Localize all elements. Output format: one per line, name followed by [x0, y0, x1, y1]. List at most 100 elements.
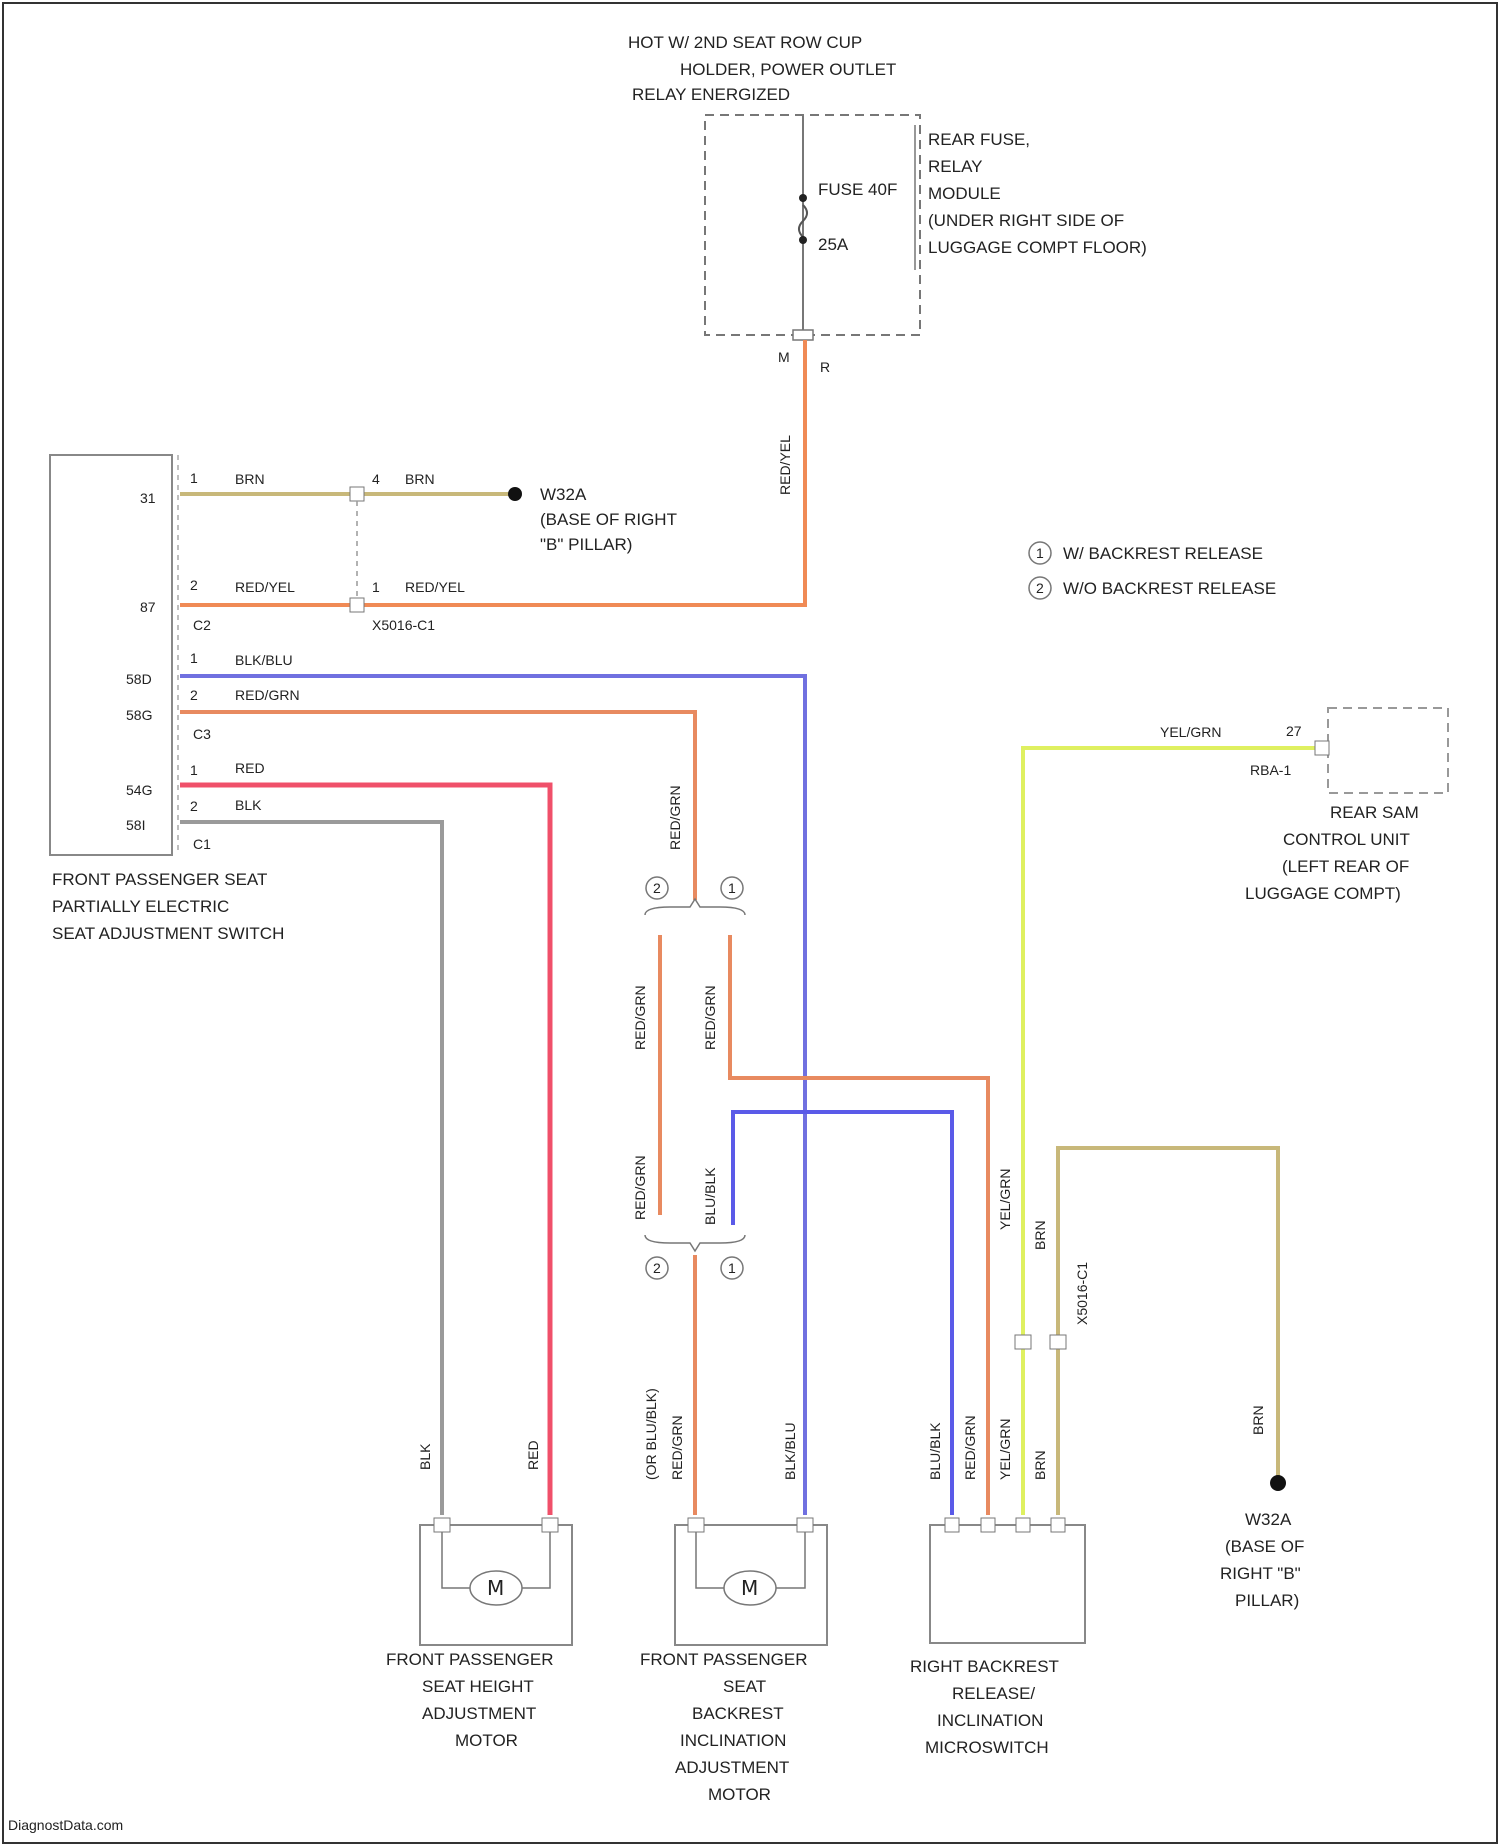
- wire-red-yel-label-1: RED/YEL: [235, 579, 295, 595]
- fuse-conn-a-label: M: [778, 349, 790, 365]
- wire-brn-label-ground: BRN: [1250, 1405, 1266, 1435]
- microswitch-label-2: RELEASE/: [952, 1684, 1035, 1703]
- rear-sam-label-2: CONTROL UNIT: [1283, 830, 1410, 849]
- microswitch-pin-2: [981, 1518, 995, 1532]
- legend-2-num: 2: [1036, 580, 1044, 596]
- fuse-rating-label: 25A: [818, 235, 849, 254]
- seat-height-motor-pin-2: [542, 1518, 558, 1532]
- pin-c2-1: 1: [190, 470, 198, 486]
- rear-fuse-module-label-2: RELAY: [928, 157, 983, 176]
- fuse-conn-b-label: R: [820, 359, 830, 375]
- wire-brn-label-v1: BRN: [1032, 1220, 1048, 1250]
- wire-blk-blu-label-motor: BLK/BLU: [782, 1422, 798, 1480]
- switch-terminal-87: 87: [140, 599, 156, 615]
- fuse-terminal-bottom: [799, 236, 807, 244]
- wire-brn-pin-4: 4: [372, 471, 380, 487]
- ground-bottom-label-4: PILLAR): [1235, 1591, 1299, 1610]
- wire-red-grn-branch-right: [730, 935, 988, 1515]
- wire-blk-label: BLK: [235, 797, 262, 813]
- wire-red-yel-label-2: RED/YEL: [405, 579, 465, 595]
- wire-brn-label-2: BRN: [405, 471, 435, 487]
- wire-red-grn-label-v1: RED/GRN: [667, 785, 683, 850]
- splice-brace-bottom: [645, 1235, 745, 1251]
- wire-blk-blu: [180, 676, 805, 1515]
- wire-blk-blu-label: BLK/BLU: [235, 652, 293, 668]
- hot-note-line2: HOLDER, POWER OUTLET: [680, 60, 896, 79]
- connector-x5016-c1-yel: [1015, 1335, 1031, 1349]
- backrest-motor-pin-1: [688, 1518, 704, 1532]
- switch-terminal-58i: 58I: [126, 817, 145, 833]
- wire-brn-label-switch: BRN: [1032, 1450, 1048, 1480]
- wire-red-grn-label: RED/GRN: [235, 687, 300, 703]
- seat-height-motor-label-3: ADJUSTMENT: [422, 1704, 536, 1723]
- ground-bottom-label-3: RIGHT "B": [1220, 1564, 1301, 1583]
- legend-1-text: W/ BACKREST RELEASE: [1063, 544, 1263, 563]
- ground-w32a-bottom: [1270, 1475, 1286, 1491]
- wire-red-grn-label-v2: RED/GRN: [632, 985, 648, 1050]
- backrest-microswitch-box: [930, 1525, 1085, 1643]
- fuse-name-label: FUSE 40F: [818, 180, 897, 199]
- ground-top-label-1: W32A: [540, 485, 587, 504]
- switch-conn-c3: C3: [193, 726, 211, 742]
- pin-c3-1: 1: [190, 650, 198, 666]
- backrest-motor-label-1: FRONT PASSENGER: [640, 1650, 808, 1669]
- wire-brn-label-1: BRN: [235, 471, 265, 487]
- splice-brace-top: [645, 899, 745, 915]
- rear-sam-label-4: LUGGAGE COMPT): [1245, 884, 1401, 903]
- rear-sam-pin: 27: [1286, 723, 1302, 739]
- legend-2-text: W/O BACKREST RELEASE: [1063, 579, 1276, 598]
- hot-note-line3: RELAY ENERGIZED: [632, 85, 790, 104]
- microswitch-label-4: MICROSWITCH: [925, 1738, 1049, 1757]
- wire-or-blu-blk-label-motor2: (OR BLU/BLK): [643, 1388, 659, 1480]
- seat-height-motor-label-1: FRONT PASSENGER: [386, 1650, 554, 1669]
- rear-sam-control-unit-box: [1328, 708, 1448, 793]
- wire-red-yel: [180, 340, 805, 605]
- wire-blu-blk-label-switch: BLU/BLK: [927, 1422, 943, 1480]
- x5016-label: X5016-C1: [372, 617, 435, 633]
- wire-blu-blk-label-v: BLU/BLK: [702, 1167, 718, 1225]
- wire-red-grn-label-v3: RED/GRN: [702, 985, 718, 1050]
- rear-sam-label-3: (LEFT REAR OF: [1282, 857, 1409, 876]
- seat-height-motor-m: M: [487, 1576, 504, 1600]
- backrest-motor-label-3: BACKREST: [692, 1704, 784, 1723]
- rear-sam-label-1: REAR SAM: [1330, 803, 1419, 822]
- pin-c1-2: 2: [190, 798, 198, 814]
- microswitch-pin-1: [945, 1518, 959, 1532]
- splice-top-2-num: 2: [653, 880, 661, 896]
- pin-c1-1: 1: [190, 762, 198, 778]
- seat-height-motor-label-2: SEAT HEIGHT: [422, 1677, 534, 1696]
- rear-fuse-relay-module-box: [705, 115, 920, 335]
- microswitch-pin-4: [1051, 1518, 1065, 1532]
- wire-yel-grn-label-v1: YEL/GRN: [997, 1169, 1013, 1230]
- wire-yel-grn-label-switch: YEL/GRN: [997, 1419, 1013, 1480]
- wire-blu-blk-branch: [733, 1112, 952, 1515]
- switch-name-line3: SEAT ADJUSTMENT SWITCH: [52, 924, 284, 943]
- fuse-connector-m: [793, 330, 813, 340]
- switch-terminal-58g: 58G: [126, 707, 152, 723]
- wire-red-grn-label-motor2: RED/GRN: [669, 1415, 685, 1480]
- wire-yel-grn-label: YEL/GRN: [1160, 724, 1221, 740]
- pin-c3-2: 2: [190, 687, 198, 703]
- wire-blk-label-motor: BLK: [417, 1443, 433, 1470]
- ground-bottom-label-2: (BASE OF: [1225, 1537, 1304, 1556]
- rear-fuse-module-label-5: LUGGAGE COMPT FLOOR): [928, 238, 1147, 257]
- rear-sam-conn-label: RBA-1: [1250, 762, 1291, 778]
- switch-conn-c1: C1: [193, 836, 211, 852]
- switch-conn-c2: C2: [193, 617, 211, 633]
- legend-1-num: 1: [1036, 545, 1044, 561]
- switch-name-line2: PARTIALLY ELECTRIC: [52, 897, 229, 916]
- splice-bottom-1-num: 1: [728, 1260, 736, 1276]
- wire-red-label: RED: [235, 760, 265, 776]
- rear-fuse-module-label-3: MODULE: [928, 184, 1001, 203]
- wire-yel-grn: [1023, 748, 1320, 1515]
- fuse-terminal-top: [799, 194, 807, 202]
- backrest-motor-label-6: MOTOR: [708, 1785, 771, 1804]
- seat-height-motor-pin-1: [434, 1518, 450, 1532]
- backrest-motor-label-5: ADJUSTMENT: [675, 1758, 789, 1777]
- pin-c2-2: 2: [190, 577, 198, 593]
- footer-watermark: DiagnostData.com: [8, 1817, 123, 1833]
- switch-terminal-58d: 58D: [126, 671, 152, 687]
- backrest-motor-m: M: [741, 1576, 758, 1600]
- switch-name-line1: FRONT PASSENGER SEAT: [52, 870, 267, 889]
- seat-height-motor-label-4: MOTOR: [455, 1731, 518, 1750]
